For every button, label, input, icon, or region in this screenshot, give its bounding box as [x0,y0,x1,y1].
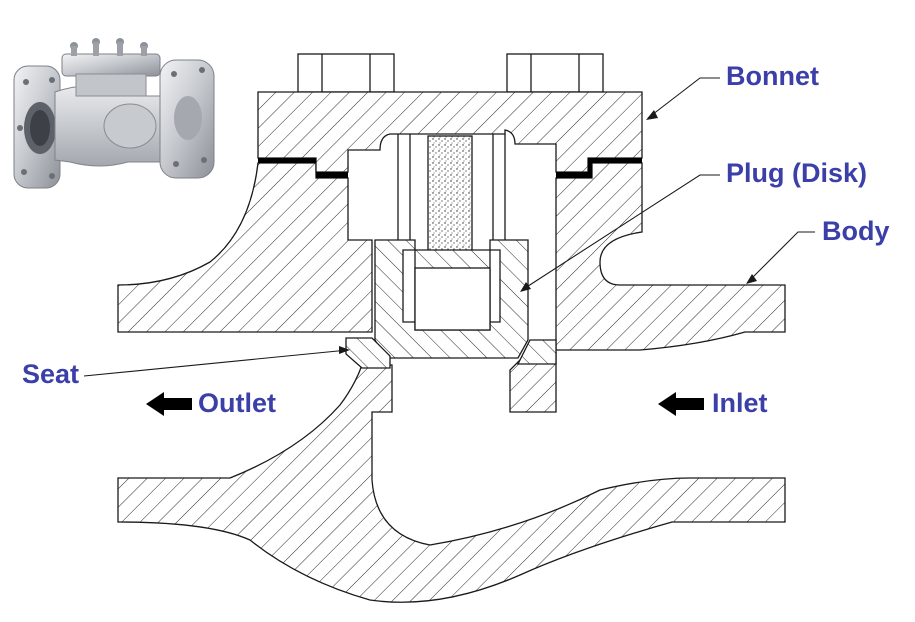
inlet-label: Inlet [712,388,768,418]
gasket-left [258,158,348,178]
leader-body [747,231,815,283]
inlet-arrow-icon [658,392,704,416]
leader-lines [83,77,815,377]
leader-arrowheads [339,110,757,354]
plug-disk-label: Plug (Disk) [726,158,868,188]
seat-label: Seat [22,359,80,389]
seat-right [516,339,557,365]
body-upper-left [117,162,373,333]
outlet-label: Outlet [198,388,276,418]
body-lower [117,364,786,603]
seat [345,337,391,369]
leader-seat [83,349,349,377]
guide-bore [397,134,506,240]
leader-bonnet [647,77,720,119]
bonnet-nut-right [506,53,604,93]
plug-stem-insert [427,135,473,269]
gasket-right [556,158,642,178]
plug-cavity [414,267,491,331]
body-upper-right [555,162,786,351]
body-label: Body [822,216,890,246]
bonnet-nut-left [297,53,395,93]
bonnet-label: Bonnet [726,61,819,91]
valve-photo [13,38,215,189]
outlet-arrow-icon [146,392,192,416]
leader-plug [521,174,720,291]
